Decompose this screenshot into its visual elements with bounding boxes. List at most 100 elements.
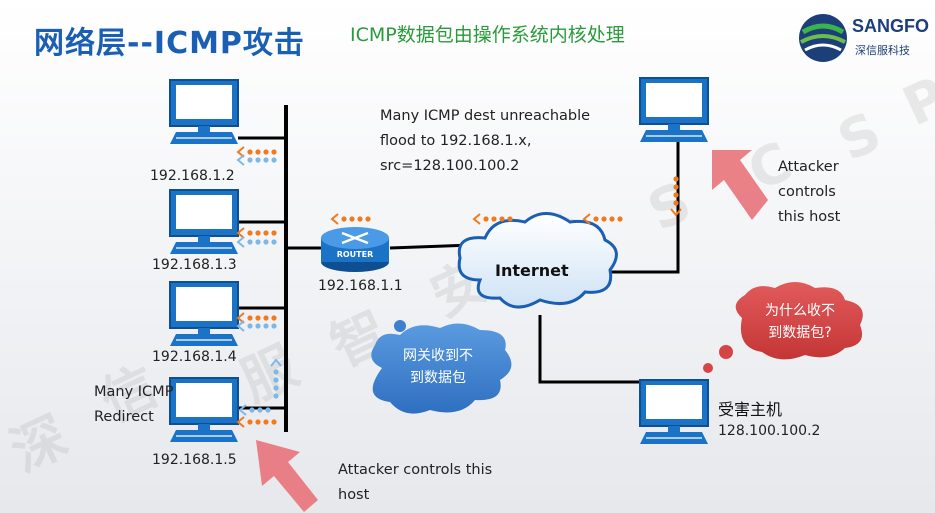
redirect-note: Many ICMP Redirect xyxy=(94,380,173,430)
flow-dot xyxy=(247,315,253,321)
flow-dot xyxy=(271,157,277,163)
flow-arrowhead xyxy=(236,154,245,166)
attacker-note-line: this host xyxy=(778,209,841,225)
flow-dot xyxy=(255,230,261,236)
flow-dot xyxy=(255,419,261,425)
flow-dot xyxy=(263,315,269,321)
bubble-line: 到数据包? xyxy=(768,325,832,341)
flow-dot xyxy=(247,230,253,236)
attacker-note-line: host xyxy=(338,487,370,503)
router-icon-text: ROUTER xyxy=(337,250,374,259)
icmp-flow-arrows xyxy=(236,146,682,428)
sangfor-logo-icon xyxy=(799,14,847,62)
logo-text: SANGFO xyxy=(852,16,930,36)
victim-bubble-text: 为什么收不 到数据包? xyxy=(745,300,855,344)
flow-arrowhead xyxy=(238,404,247,416)
flow-dot xyxy=(273,393,279,399)
host-computer-icon xyxy=(169,79,239,145)
flow-dot xyxy=(255,239,261,245)
flow-dot xyxy=(365,216,371,222)
flow-arrowhead xyxy=(236,416,245,428)
flood-note-line: src=128.100.100.2 xyxy=(380,158,520,174)
attacker-note-line: controls xyxy=(778,184,836,200)
bubble-line: 网关收到不 xyxy=(403,348,473,364)
victim-thought-bubble xyxy=(703,282,863,373)
internet-label: Internet xyxy=(495,261,569,280)
host-ip-label: 192.168.1.5 xyxy=(152,452,237,468)
flow-dot xyxy=(273,369,279,375)
router-icon: ROUTER xyxy=(321,227,389,272)
flow-dot xyxy=(263,157,269,163)
attacker-note-line: Attacker controls this xyxy=(338,462,493,478)
flow-dot xyxy=(507,216,513,222)
gateway-bubble-text: 网关收到不 到数据包 xyxy=(383,345,493,389)
bubble-line: 到数据包 xyxy=(410,370,466,386)
flow-dot xyxy=(247,323,253,329)
host-ip-label: 192.168.1.3 xyxy=(152,257,237,273)
flow-dot xyxy=(673,200,679,206)
flow-dot xyxy=(249,407,255,413)
host-computer-icon xyxy=(169,377,239,443)
flow-dot xyxy=(673,184,679,190)
flow-dot xyxy=(263,230,269,236)
pink-arrow-icon xyxy=(712,150,768,220)
flow-dot xyxy=(255,315,261,321)
flow-dot xyxy=(263,419,269,425)
victim-name-label: 受害主机 xyxy=(718,400,783,419)
attacker-note-bottom: Attacker controls this host xyxy=(338,458,492,508)
flood-note-line: Many ICMP dest unreachable xyxy=(380,108,591,124)
gateway-thought-bubble xyxy=(371,320,512,414)
host-ip-label: 192.168.1.4 xyxy=(152,349,237,365)
flow-dot xyxy=(255,157,261,163)
flow-dot xyxy=(341,216,347,222)
flow-dot xyxy=(263,239,269,245)
flow-dot xyxy=(265,407,271,413)
flow-dot xyxy=(491,216,497,222)
flow-dot xyxy=(247,239,253,245)
victim-ip-label: 128.100.100.2 xyxy=(718,423,821,439)
host-ip-label: 192.168.1.2 xyxy=(150,168,235,184)
host-computer-icon xyxy=(169,189,239,255)
flow-dot xyxy=(255,149,261,155)
internet-cloud-icon xyxy=(457,212,618,309)
flow-dot xyxy=(271,230,277,236)
attacker-note-top: Attacker controls this host xyxy=(778,155,840,230)
victim-computer-icon xyxy=(639,379,709,445)
flow-dot xyxy=(601,216,607,222)
flow-arrowhead xyxy=(236,320,245,332)
flow-dot xyxy=(357,216,363,222)
router-ip-label: 192.168.1.1 xyxy=(318,278,403,294)
flow-dot xyxy=(247,149,253,155)
flow-dot xyxy=(673,176,679,182)
flow-dot xyxy=(247,157,253,163)
flow-dot xyxy=(263,323,269,329)
page-subtitle: ICMP数据包由操作系统内核处理 xyxy=(350,24,625,46)
redirect-note-line: Many ICMP xyxy=(94,384,174,400)
flow-dot xyxy=(483,216,489,222)
attacker-note-line: Attacker xyxy=(778,159,839,175)
flow-dot xyxy=(609,216,615,222)
flow-dot xyxy=(349,216,355,222)
flood-note: Many ICMP dest unreachable flood to 192.… xyxy=(380,104,590,179)
flow-dot xyxy=(271,323,277,329)
flow-arrowhead xyxy=(236,312,245,324)
flow-dot xyxy=(271,315,277,321)
flow-arrowhead xyxy=(270,358,282,367)
flow-dot xyxy=(673,192,679,198)
redirect-note-line: Redirect xyxy=(94,409,154,425)
flow-arrowhead xyxy=(582,213,591,225)
host-computer-icon xyxy=(169,281,239,347)
flow-dot xyxy=(271,419,277,425)
flow-dot xyxy=(499,216,505,222)
pink-arrow-icon xyxy=(256,440,318,512)
attacker-computer-icon xyxy=(639,77,709,143)
flow-dot xyxy=(247,419,253,425)
flow-dot xyxy=(271,239,277,245)
flow-dot xyxy=(257,407,263,413)
flow-arrowhead xyxy=(236,236,245,248)
flow-arrowhead xyxy=(236,146,245,158)
flow-arrowhead xyxy=(670,208,682,217)
page-title: 网络层--ICMP攻击 xyxy=(34,26,305,61)
flow-dot xyxy=(271,149,277,155)
